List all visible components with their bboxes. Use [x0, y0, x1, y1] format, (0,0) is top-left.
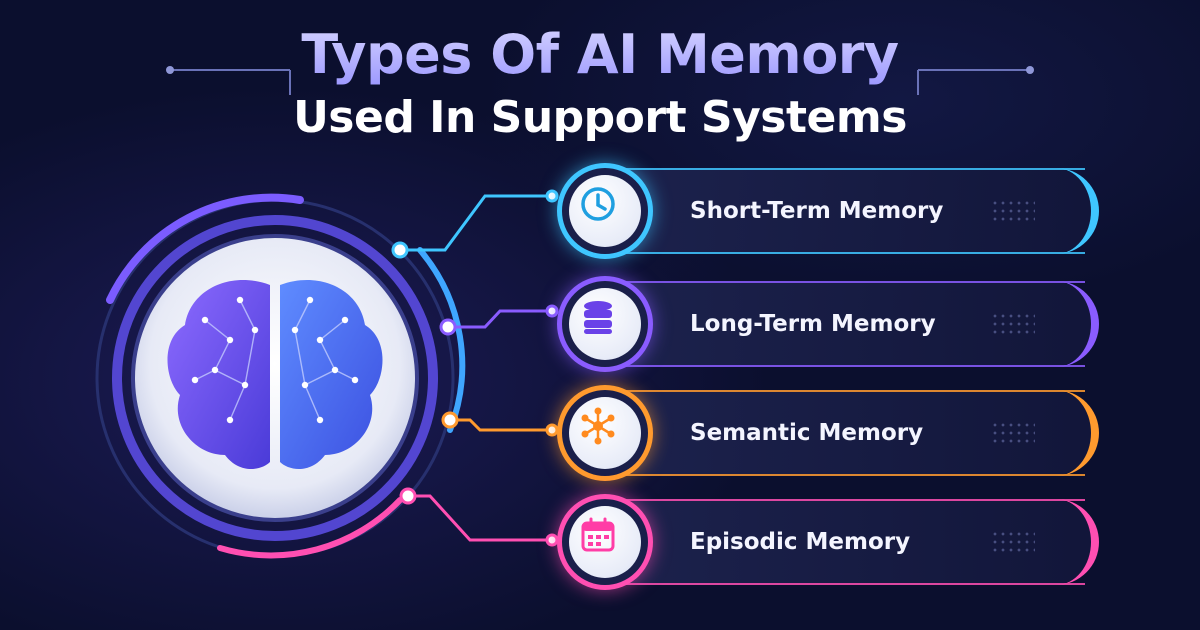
memory-label: Semantic Memory	[690, 420, 924, 446]
pill-cap	[1039, 499, 1099, 585]
memory-label: Short-Term Memory	[690, 198, 944, 224]
outer-ring-arc-blue	[417, 247, 466, 433]
dot-grid	[991, 530, 1035, 554]
icon-badge	[557, 385, 653, 481]
pill-border	[605, 281, 1085, 367]
dot-grid	[991, 421, 1035, 445]
memory-item-long-term: Long-Term Memory	[557, 276, 1099, 372]
memory-item-semantic: Semantic Memory	[557, 385, 1099, 481]
mid-ring	[112, 215, 438, 541]
network-icon	[581, 407, 615, 445]
memory-label: Episodic Memory	[690, 529, 911, 555]
outer-ring-arc-pink	[217, 497, 403, 559]
memory-label: Long-Term Memory	[690, 311, 936, 337]
pill-border	[605, 390, 1085, 476]
pill-border	[605, 168, 1085, 254]
database-icon	[584, 301, 612, 334]
title-line-1: Types Of AI Memory	[0, 22, 1200, 88]
connector-episodic	[408, 494, 552, 542]
memory-item-short-term: Short-Term Memory	[557, 163, 1099, 259]
icon-badge	[557, 276, 653, 372]
pill-cap	[1039, 281, 1099, 367]
outer-ring-arc-purple	[106, 193, 304, 304]
icon-badge	[557, 163, 653, 259]
title-line-2: Used In Support Systems	[293, 92, 907, 143]
connector-short-term	[400, 194, 552, 252]
icon-badge	[557, 494, 653, 590]
calendar-icon	[581, 517, 615, 552]
brain-icon	[167, 279, 383, 470]
connector-long-term	[448, 309, 552, 329]
dot-grid	[991, 312, 1035, 336]
connector-semantic	[450, 418, 552, 432]
pill-cap	[1039, 168, 1099, 254]
dot-grid	[991, 199, 1035, 223]
clock-icon	[581, 187, 615, 221]
memory-item-episodic: Episodic Memory	[557, 494, 1099, 590]
pill-cap	[1039, 390, 1099, 476]
pill-border	[605, 499, 1085, 585]
